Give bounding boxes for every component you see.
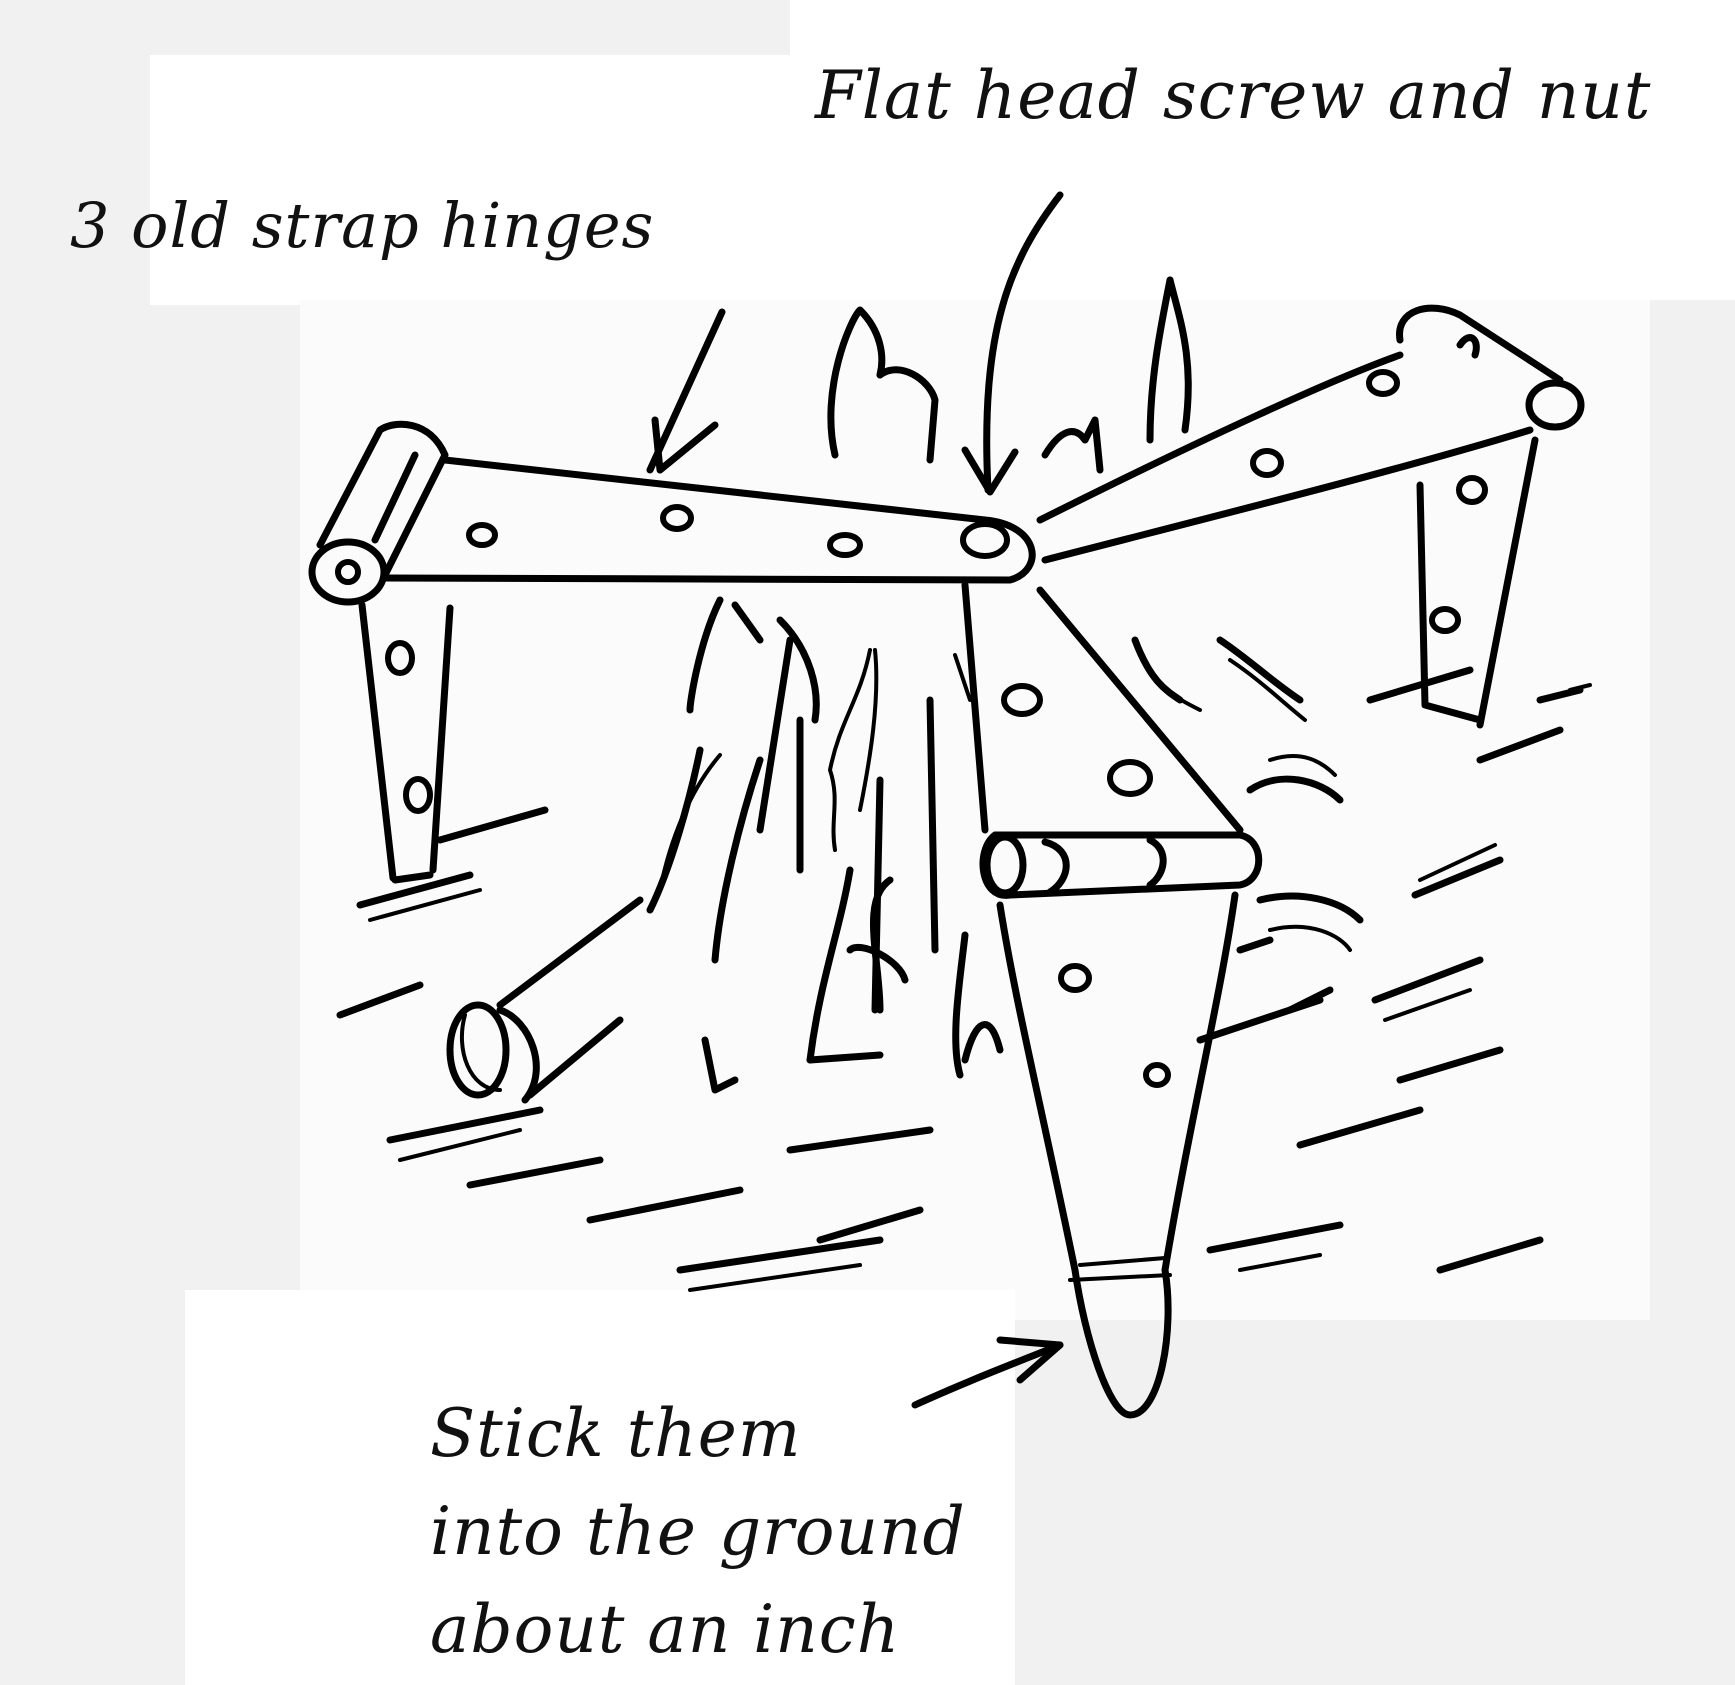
hinges-label-patch (150, 55, 790, 305)
left-hinge (308, 420, 1036, 884)
screw-label: Flat head screw and nut (815, 57, 1652, 134)
arrow-to-tip (911, 1336, 1064, 1409)
stick-instruction-line-2: into the ground (430, 1493, 966, 1570)
wood-pile (446, 276, 1192, 1104)
stick-instruction-line-1: Stick them (430, 1395, 802, 1472)
right-hinge (1036, 304, 1585, 729)
screw-label-patch (790, 0, 1735, 300)
stick-instruction-label: Stick them into the ground about an inch (430, 1385, 966, 1679)
stick-instruction-line-3: about an inch (430, 1591, 901, 1668)
ground-strokes (336, 636, 1592, 1292)
arrow-to-screw (961, 191, 1064, 496)
stick-label-patch (185, 1290, 1015, 1685)
front-hinge (961, 581, 1263, 1419)
hinges-label: 3 old strap hinges (70, 189, 655, 262)
arrow-to-hinge (646, 308, 726, 474)
